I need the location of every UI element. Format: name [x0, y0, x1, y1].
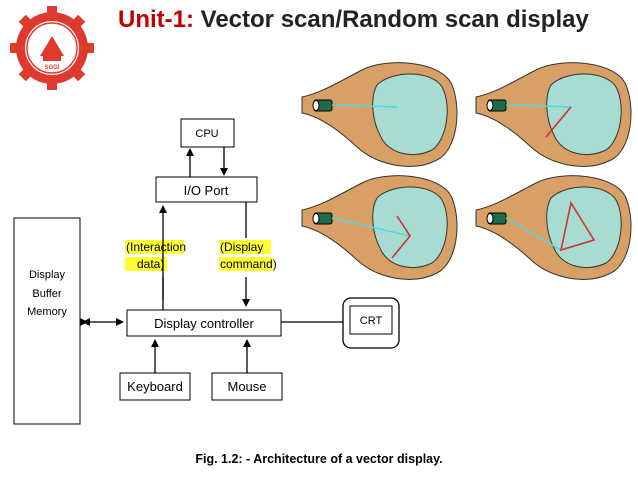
mouse-box: [211, 372, 283, 401]
interaction-data-line1: (Interaction: [126, 240, 186, 254]
cpu-label: CPU: [195, 128, 218, 140]
electron-gun-lens: [486, 100, 494, 111]
electron-beam: [331, 104, 398, 108]
display-buffer-box: [13, 217, 81, 425]
keyboard-label: Keyboard: [127, 379, 183, 394]
cpu-box: [180, 118, 235, 148]
display-command-line2: command): [220, 257, 277, 271]
electron-gun-lens: [486, 213, 494, 224]
interaction-highlight-2: [125, 257, 167, 271]
crt-tube-screen: [372, 186, 448, 269]
mouse-label: Mouse: [227, 379, 266, 394]
crt-tube-3: [301, 175, 458, 280]
command-highlight-1: [219, 240, 271, 254]
crt-tube-screen: [546, 73, 622, 156]
display-controller-label: Display controller: [154, 316, 254, 331]
drawn-figure: [559, 200, 596, 252]
crt-tube-screen: [372, 73, 448, 156]
title-prefix: Unit-1:: [118, 6, 194, 33]
drawn-figure: [545, 106, 572, 138]
crt-tube-2: [475, 62, 632, 167]
display-buffer-line1: Display: [29, 269, 66, 281]
page-title: Unit-1: Vector scan/Random scan display: [118, 6, 589, 34]
display-buffer-line3: Memory: [27, 306, 67, 318]
electron-beam: [505, 104, 572, 108]
drawn-figure: [391, 215, 411, 259]
logo-center-text: SGGI: [44, 65, 59, 71]
interaction-data-line2: data): [137, 257, 164, 271]
io-port-label: I/O Port: [184, 183, 229, 198]
crt-illustrations: [301, 62, 632, 280]
interaction-highlight-1: [125, 240, 184, 254]
crt-tube-1: [301, 62, 458, 167]
electron-beam: [331, 217, 411, 237]
crt-inner-box: [349, 305, 393, 335]
electron-gun-lens: [312, 100, 320, 111]
electron-beam: [505, 217, 562, 251]
title-text: Vector scan/Random scan display: [193, 6, 589, 33]
crt-tube-screen: [546, 186, 622, 269]
institute-logo: SGGI: [10, 6, 94, 90]
keyboard-box: [119, 372, 191, 401]
crt-label: CRT: [360, 315, 383, 327]
crt-tube-4: [475, 175, 632, 280]
electron-gun-lens: [312, 213, 320, 224]
io-port-box: [155, 176, 258, 203]
display-buffer-line2: Buffer: [32, 288, 61, 300]
display-command-line1: (Display: [220, 240, 263, 254]
figure-caption: Fig. 1.2: - Architecture of a vector dis…: [195, 452, 443, 466]
command-highlight-2: [219, 257, 273, 271]
display-controller-box: [126, 309, 282, 337]
